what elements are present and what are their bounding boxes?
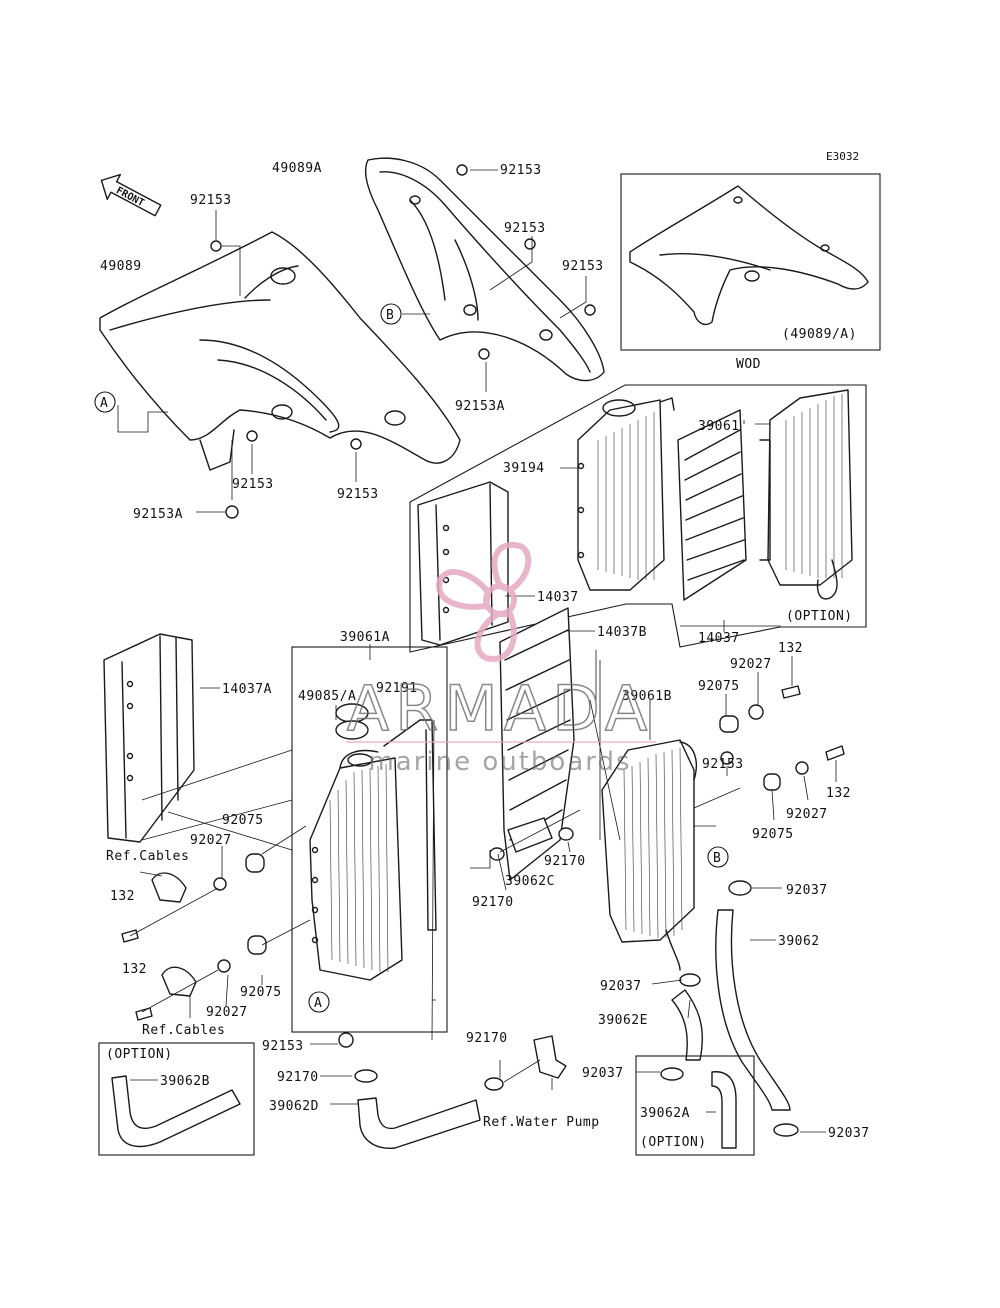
label-49089A: 49089A bbox=[272, 161, 322, 176]
label-132-right: 132 bbox=[826, 786, 851, 801]
label-92037-c: 92037 bbox=[582, 1066, 624, 1081]
inset-caption: WOD bbox=[736, 357, 761, 372]
label-92027-top: 92027 bbox=[730, 657, 772, 672]
radiator-39061A bbox=[309, 703, 437, 981]
label-92153A-left: 92153A bbox=[133, 507, 183, 522]
label-92027-low: 92027 bbox=[206, 1005, 248, 1020]
label-92037-a: 92037 bbox=[786, 883, 828, 898]
label-92027-left: 92027 bbox=[190, 833, 232, 848]
louver-14037B bbox=[499, 607, 575, 881]
option-box-39062B bbox=[98, 1042, 255, 1156]
label-39062B: 39062B bbox=[160, 1074, 210, 1089]
label-92191: 92191 bbox=[376, 681, 418, 696]
label-92037-d: 92037 bbox=[828, 1126, 870, 1141]
label-39062C: 39062C bbox=[505, 874, 555, 889]
radiator-shroud-upper bbox=[364, 157, 605, 382]
label-92075-low: 92075 bbox=[240, 985, 282, 1000]
label-92170-c: 92170 bbox=[466, 1031, 508, 1046]
label-49089: 49089 bbox=[100, 259, 142, 274]
label-92027-right: 92027 bbox=[786, 807, 828, 822]
label-ref-water-pump: Ref.Water Pump bbox=[483, 1115, 600, 1130]
radiator-assembly-box bbox=[409, 384, 867, 653]
label-132-top: 132 bbox=[778, 641, 803, 656]
hose-39062E bbox=[671, 989, 703, 1061]
label-92153-lower-a: 92153 bbox=[232, 477, 274, 492]
hose-39062D bbox=[357, 1097, 481, 1149]
hose-39062A bbox=[711, 1071, 737, 1149]
callout-b-top: B bbox=[380, 303, 402, 325]
part-labels: 49089A 92153 92153 49089 92153 92153 921… bbox=[100, 161, 870, 1141]
label-92170-a: 92170 bbox=[544, 854, 586, 869]
label-39062D: 39062D bbox=[269, 1099, 319, 1114]
label-92153-right: 92153 bbox=[562, 259, 604, 274]
label-92153-lower-b: 92153 bbox=[337, 487, 379, 502]
radiator-39061A-box bbox=[291, 646, 448, 1033]
water-pump-fitting bbox=[533, 1035, 567, 1079]
label-92153A-mid: 92153A bbox=[455, 399, 505, 414]
label-39061A: 39061A bbox=[340, 630, 390, 645]
louver-14037-box bbox=[677, 409, 747, 601]
label-92075-right: 92075 bbox=[752, 827, 794, 842]
label-39194: 39194 bbox=[503, 461, 545, 476]
label-92037-b: 92037 bbox=[600, 979, 642, 994]
hardware bbox=[121, 164, 845, 1137]
svg-text:B: B bbox=[386, 308, 394, 323]
radiator-shroud-left bbox=[99, 231, 461, 471]
option-box-39062A bbox=[635, 1055, 755, 1156]
inset-shroud-drawing bbox=[629, 185, 869, 326]
watermark-brand: ARMADA bbox=[347, 672, 653, 745]
radiator-39061B bbox=[601, 739, 698, 971]
label-14037B: 14037B bbox=[597, 625, 647, 640]
label-14037-a: 14037 bbox=[537, 590, 579, 605]
label-39062E: 39062E bbox=[598, 1013, 648, 1028]
callout-a-lower: A bbox=[308, 991, 330, 1013]
label-92170-b: 92170 bbox=[472, 895, 514, 910]
leader-lines bbox=[117, 169, 837, 1133]
label-92153-rad: 92153 bbox=[702, 757, 744, 772]
label-14037A: 14037A bbox=[222, 682, 272, 697]
label-49085A: 49085/A bbox=[298, 689, 356, 704]
inset-wod-box bbox=[620, 173, 881, 351]
propeller-logo-icon bbox=[436, 541, 532, 662]
front-arrow-icon: FRONT bbox=[100, 173, 162, 217]
label-ref-cables-b: Ref.Cables bbox=[142, 1023, 225, 1038]
label-39062: 39062 bbox=[778, 934, 820, 949]
svg-text:A: A bbox=[100, 396, 108, 411]
svg-text:B: B bbox=[713, 851, 721, 866]
option-caption-a: (OPTION) bbox=[640, 1135, 707, 1150]
radiator-39061 bbox=[759, 389, 853, 600]
label-14037-b: 14037 bbox=[698, 631, 740, 646]
callout-b-lower: B bbox=[707, 846, 729, 868]
label-39061: 39061 bbox=[698, 419, 740, 434]
option-caption-b: (OPTION) bbox=[106, 1047, 173, 1062]
louver-14037A bbox=[103, 633, 195, 843]
hose-39062B bbox=[111, 1075, 241, 1148]
radiator-39194 bbox=[577, 397, 675, 591]
label-92075-left: 92075 bbox=[222, 813, 264, 828]
label-92170-d: 92170 bbox=[277, 1070, 319, 1085]
label-92153-mid: 92153 bbox=[504, 221, 546, 236]
svg-text:A: A bbox=[314, 996, 322, 1011]
label-132-left: 132 bbox=[110, 889, 135, 904]
watermark-tagline: marine outboards bbox=[368, 747, 631, 777]
label-92153-bottom: 92153 bbox=[262, 1039, 304, 1054]
watermark: ARMADA marine outboards bbox=[346, 541, 656, 777]
diagram-code: E3032 bbox=[826, 150, 859, 163]
hose-39062 bbox=[715, 909, 791, 1111]
option-caption-main: (OPTION) bbox=[786, 609, 853, 624]
label-92153-left: 92153 bbox=[190, 193, 232, 208]
inset-part-label: (49089/A) bbox=[782, 327, 857, 342]
label-92153-top: 92153 bbox=[500, 163, 542, 178]
label-39062A: 39062A bbox=[640, 1106, 690, 1121]
label-39061B: 39061B bbox=[622, 689, 672, 704]
label-132-low: 132 bbox=[122, 962, 147, 977]
label-92075-top: 92075 bbox=[698, 679, 740, 694]
label-ref-cables-a: Ref.Cables bbox=[106, 849, 189, 864]
callout-a-top: A bbox=[94, 391, 116, 413]
